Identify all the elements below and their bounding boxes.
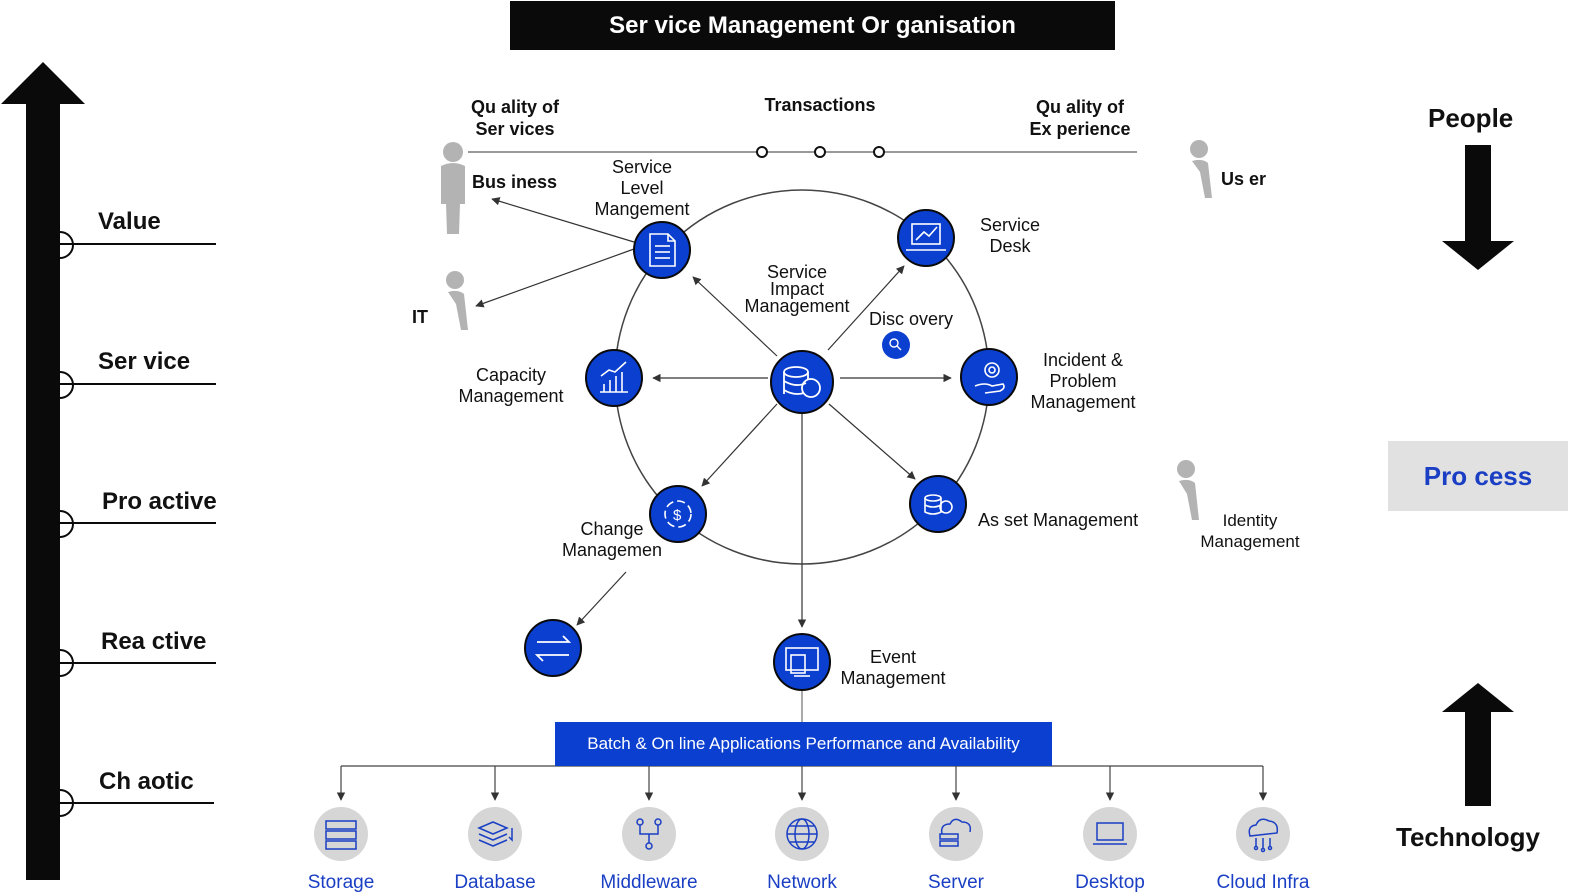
svg-text:$: $ [673,507,682,524]
people-arrow [1442,145,1514,270]
quality-experience-line1: Qu ality of [1035,97,1124,117]
node-service-impact[interactable] [770,350,834,414]
service-level-label: Service Level Mangement [582,157,702,220]
it-label: IT [412,307,428,327]
incident-label: Incident & Problem Management [1022,350,1144,413]
process-box: Pro cess [1388,441,1568,511]
level-chaotic: Ch aotic [99,768,194,795]
change-line2: Managemen [561,540,663,560]
node-discovery[interactable] [882,331,910,359]
coins-icon [924,494,953,515]
quality-services-line2: Ser vices [475,119,555,139]
capacity-line1: Capacity [475,365,547,385]
laptop-chart-icon [906,223,946,251]
hand-gear-icon [974,362,1005,394]
level-value: Value [98,208,161,235]
tech-database-label: Database [454,872,536,893]
cloud-icon [1236,807,1290,861]
change-line1: Change [580,519,644,539]
service-impact-label: Service Impact Management [737,262,857,316]
level-ticks [59,231,216,817]
node-transfer[interactable] [524,619,582,677]
node-asset[interactable] [909,475,967,533]
tech-storage-label: Storage [307,872,375,893]
database-icon [783,366,821,398]
tech-network-label: Network [767,872,837,893]
service-impact-line3: Management [744,296,850,316]
event-line2: Management [840,668,946,688]
identity-line1: Identity [1222,511,1278,530]
arrows-exchange-icon [534,635,572,662]
quality-services-label: Qu ality of Ser vices [455,96,575,140]
identity-line2: Management [1200,532,1300,551]
middleware-icon [622,807,676,861]
business-label: Bus iness [472,172,558,192]
incident-line3: Management [1030,392,1136,412]
technology-label: Technology [1396,822,1540,852]
node-incident[interactable] [960,348,1018,406]
discovery-label: Disc overy [868,309,953,329]
node-service-desk[interactable] [897,209,955,267]
transactions-label: Transactions [764,95,876,115]
flow-arrows [475,197,952,628]
monitor-icon [785,647,819,677]
identity-actor-icon [1177,460,1199,520]
technology-arrow [1442,683,1514,806]
service-level-line3: Mangement [594,199,690,219]
quality-services-line1: Qu ality of [470,97,559,117]
document-icon [649,233,676,267]
node-event[interactable] [773,633,831,691]
user-actor-icon [1190,140,1212,198]
maturity-arrow [1,62,85,880]
capacity-label: Capacity Management [450,365,572,407]
service-desk-line1: Service [979,215,1041,235]
storage-icon [314,807,368,861]
node-capacity[interactable] [585,349,643,407]
tech-desktop-label: Desktop [1075,872,1145,893]
desktop-icon [1083,807,1137,861]
business-actor-icon [441,142,465,234]
service-impact-line1: Service [766,262,828,282]
globe-icon [775,807,829,861]
dollar-cycle-icon: $ [664,500,692,528]
level-reactive: Rea ctive [101,628,207,655]
identity-management-label: Identity Management [1190,510,1310,552]
tech-middleware-label: Middleware [600,872,698,893]
tech-cloud-label: Cloud Infra [1216,872,1310,893]
service-level-line2: Level [620,178,664,198]
applications-banner: Batch & On line Applications Performance… [555,722,1052,766]
service-desk-label: Service Desk [960,215,1060,257]
magnifier-icon [889,338,902,351]
asset-label: As set Management [978,510,1139,530]
tech-icons [314,807,1290,861]
incident-line2: Problem [1049,371,1117,391]
event-line1: Event [869,647,917,667]
transactions-line [468,146,1137,158]
bar-chart-icon [600,361,628,393]
quality-experience-label: Qu ality of Ex perience [1015,96,1145,140]
service-desk-line2: Desk [989,236,1031,256]
node-change[interactable]: $ [649,485,707,543]
event-label: Event Management [832,647,954,689]
people-label: People [1428,103,1514,133]
level-service: Ser vice [98,348,191,375]
change-label: Change Managemen [552,519,672,561]
it-actor-icon [446,271,468,330]
incident-line1: Incident & [1042,350,1124,370]
capacity-line2: Management [458,386,564,406]
page-title: Ser vice Management Or ganisation [510,1,1115,50]
quality-experience-line2: Ex perience [1029,119,1131,139]
tech-server-label: Server [928,872,984,893]
level-proactive: Pro active [102,488,217,515]
service-impact-line2: Impact [769,279,825,299]
service-level-line1: Service [611,157,673,177]
cloud-server-icon [929,807,983,861]
user-label: Us er [1221,169,1267,189]
node-service-level[interactable] [633,221,691,279]
database-layers-icon [468,807,522,861]
